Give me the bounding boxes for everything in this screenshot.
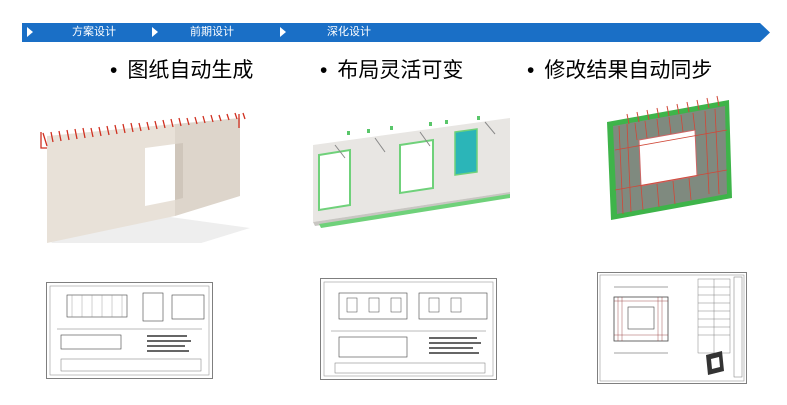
drawing-sheet-3 bbox=[597, 272, 747, 384]
wall-model-image-3 bbox=[597, 90, 747, 225]
wall-model-image-1 bbox=[25, 108, 250, 248]
workflow-step-2[interactable]: 前期设计 bbox=[190, 26, 234, 38]
step-arrow-icon bbox=[27, 27, 33, 37]
bullet-icon: • bbox=[320, 59, 328, 82]
feature-label: 布局灵活可变 bbox=[337, 59, 464, 82]
bullet-icon: • bbox=[110, 59, 118, 82]
feature-title-flexible-layout: • 布局灵活可变 bbox=[320, 54, 463, 84]
drawing-sheet-2 bbox=[320, 278, 497, 380]
feature-title-sync-changes: • 修改结果自动同步 bbox=[527, 54, 712, 84]
workflow-step-3[interactable]: 深化设计 bbox=[327, 26, 371, 38]
wall-model-image-2 bbox=[305, 110, 515, 235]
workflow-bar-background bbox=[22, 23, 770, 42]
step-arrow-icon bbox=[152, 27, 158, 37]
feature-title-auto-drawing: • 图纸自动生成 bbox=[110, 54, 253, 84]
feature-label: 图纸自动生成 bbox=[127, 59, 254, 82]
feature-label: 修改结果自动同步 bbox=[544, 59, 713, 82]
step-arrow-icon bbox=[280, 27, 286, 37]
workflow-bar: 方案设计 前期设计 深化设计 bbox=[22, 23, 770, 42]
workflow-step-1[interactable]: 方案设计 bbox=[72, 26, 116, 38]
bullet-icon: • bbox=[527, 59, 535, 82]
drawing-sheet-1 bbox=[46, 282, 213, 379]
